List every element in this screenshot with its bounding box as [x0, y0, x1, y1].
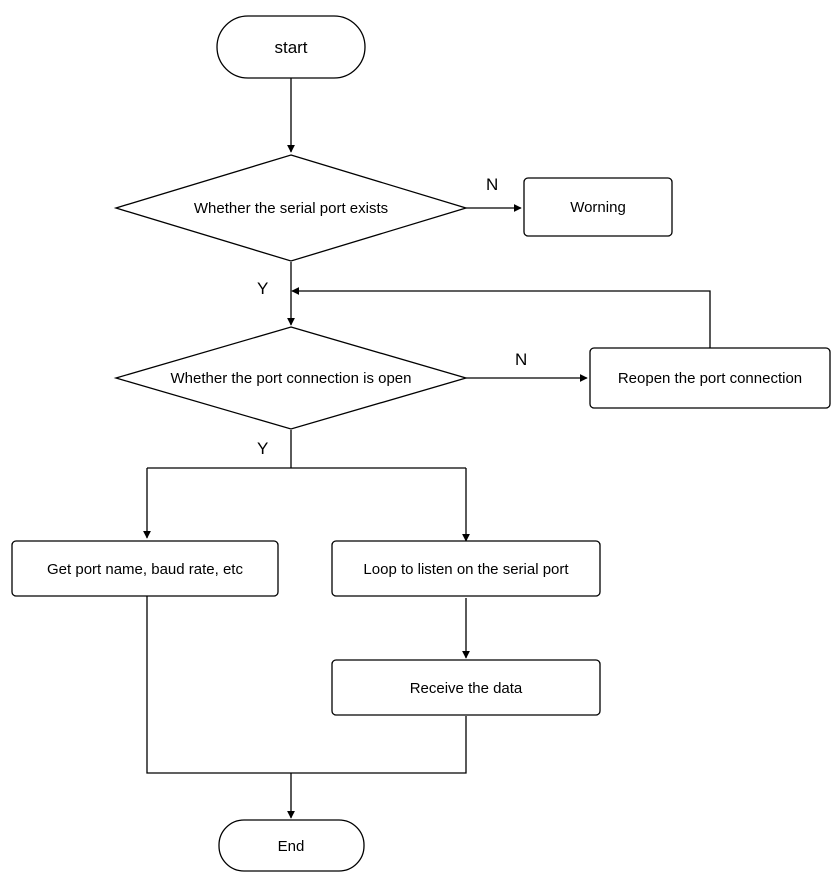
- reopen-label: Reopen the port connection: [618, 370, 802, 387]
- get-port-info-label: Get port name, baud rate, etc: [47, 561, 243, 578]
- start-node: start: [216, 15, 366, 79]
- warning-label: Worning: [570, 199, 626, 216]
- end-label: End: [278, 838, 305, 855]
- end-node: End: [218, 819, 365, 872]
- port-open-label: Whether the port connection is open: [171, 370, 412, 387]
- receive-data-label: Receive the data: [410, 680, 523, 697]
- port-open-decision: Whether the port connection is open: [113, 326, 469, 430]
- warning-box: [523, 177, 673, 237]
- edge-receive-to-merge: [291, 716, 467, 774]
- exists-no-label: N: [486, 175, 498, 194]
- exists-yes-label: Y: [257, 279, 268, 298]
- get-port-info-node: Get port name, baud rate, etc: [11, 540, 279, 597]
- reopen-box: [589, 347, 831, 409]
- loop-listen-box: [331, 540, 601, 597]
- reopen-node: Reopen the port connection: [589, 347, 831, 409]
- open-no-label: N: [515, 350, 527, 369]
- end-terminator-shape: [218, 819, 365, 872]
- receive-data-box: [331, 659, 601, 716]
- edge-reopen-loop-back: [291, 287, 711, 348]
- get-port-info-box: [11, 540, 279, 597]
- warning-node: Worning: [523, 177, 673, 237]
- loop-listen-label: Loop to listen on the serial port: [363, 561, 569, 578]
- start-label: start: [274, 38, 307, 57]
- open-yes-label: Y: [257, 439, 268, 458]
- port-open-diamond: [113, 326, 469, 430]
- start-terminator-shape: [216, 15, 366, 79]
- receive-data-node: Receive the data: [331, 659, 601, 716]
- edge-get-port-info-to-merge: [146, 596, 291, 774]
- loop-listen-node: Loop to listen on the serial port: [331, 540, 601, 597]
- edges: [143, 78, 711, 819]
- serial-exists-decision: Whether the serial port exists: [113, 154, 469, 262]
- serial-exists-diamond: [113, 154, 469, 262]
- serial-exists-label: Whether the serial port exists: [194, 200, 388, 217]
